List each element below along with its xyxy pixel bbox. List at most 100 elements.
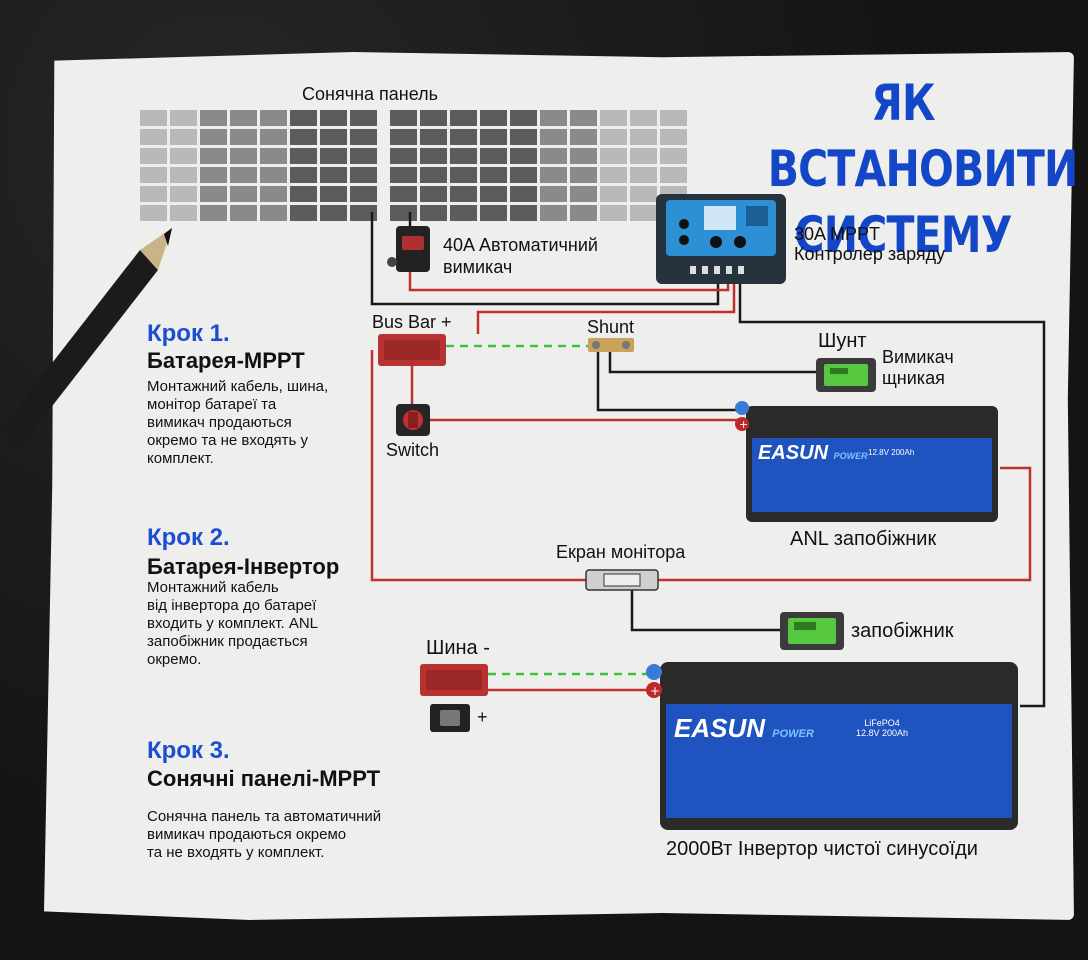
controller-label-line2: Контролер заряду bbox=[794, 244, 946, 264]
solar-cell bbox=[540, 205, 567, 221]
controller-label-line1: 30A MPPT bbox=[794, 224, 881, 244]
solar-cell bbox=[230, 167, 257, 183]
monitor-screen-label: Екран монітора bbox=[556, 542, 686, 562]
solar-cell bbox=[200, 186, 227, 202]
solar-cell bbox=[450, 186, 477, 202]
solar-cell bbox=[140, 167, 167, 183]
solar-cell bbox=[170, 110, 197, 126]
solar-cell bbox=[320, 186, 347, 202]
solar-cell bbox=[140, 205, 167, 221]
monitor-screen-icon bbox=[780, 612, 844, 650]
solar-cell bbox=[600, 186, 627, 202]
solar-cell bbox=[480, 110, 507, 126]
solar-cell bbox=[420, 167, 447, 183]
step-2-heading: Крок 2. bbox=[147, 524, 230, 551]
bus-minus-label: Шина - bbox=[426, 637, 490, 659]
switch-label-line1: Вимикач bbox=[882, 347, 954, 367]
large-battery-icon: + bbox=[646, 662, 1018, 830]
inverter-label: 2000Вт Інвертор чистої синусоїди bbox=[666, 838, 978, 860]
battery-switch-icon bbox=[396, 404, 430, 436]
small-battery-brand: EASUN POWER bbox=[758, 442, 868, 465]
step-2-subtitle: Батарея-Інвертор bbox=[147, 554, 340, 579]
solar-cell bbox=[350, 110, 377, 126]
solar-cell bbox=[260, 167, 287, 183]
solar-cell bbox=[290, 186, 317, 202]
solar-cell bbox=[630, 186, 657, 202]
solar-cell bbox=[290, 129, 317, 145]
solar-cell bbox=[630, 110, 657, 126]
solar-cell bbox=[200, 205, 227, 221]
solar-cell bbox=[260, 148, 287, 164]
solar-cell bbox=[660, 148, 687, 164]
switch-label-line2: щникая bbox=[882, 368, 945, 388]
bus-bar-plus-label: Bus Bar + bbox=[372, 312, 452, 332]
solar-cell bbox=[570, 129, 597, 145]
solar-cell bbox=[600, 148, 627, 164]
solar-cell bbox=[140, 186, 167, 202]
solar-cell bbox=[570, 167, 597, 183]
solar-cell bbox=[390, 110, 417, 126]
solar-cell bbox=[350, 129, 377, 145]
terminal-connector-icon bbox=[430, 704, 470, 732]
solar-cell bbox=[320, 129, 347, 145]
solar-cell bbox=[350, 148, 377, 164]
solar-cell bbox=[510, 148, 537, 164]
solar-cell bbox=[200, 129, 227, 145]
solar-cell bbox=[540, 129, 567, 145]
solar-cell bbox=[230, 148, 257, 164]
anl-fuse-label: ANL запобіжник bbox=[790, 528, 937, 550]
solar-cell bbox=[140, 129, 167, 145]
solar-cell bbox=[510, 186, 537, 202]
large-battery-model-line1: LiFePO4 bbox=[864, 718, 900, 728]
solar-cell bbox=[480, 205, 507, 221]
solar-cell bbox=[570, 110, 597, 126]
solar-cell bbox=[170, 205, 197, 221]
solar-cell bbox=[510, 129, 537, 145]
solar-cell bbox=[570, 186, 597, 202]
step-1-subtitle: Батарея-МРРТ bbox=[147, 348, 305, 373]
small-battery-icon: + bbox=[735, 401, 998, 522]
red-wires bbox=[370, 272, 1032, 692]
solar-cell bbox=[450, 129, 477, 145]
fuse-label: запобіжник bbox=[851, 620, 954, 642]
solar-cell bbox=[230, 205, 257, 221]
bus-bar-plus-icon bbox=[378, 334, 446, 366]
solar-cell bbox=[230, 110, 257, 126]
solar-cell bbox=[390, 148, 417, 164]
solar-cell bbox=[480, 186, 507, 202]
step-1-text: Монтажний кабель, шина, монітор батареї … bbox=[147, 378, 329, 467]
battery-monitor-icon bbox=[816, 358, 876, 392]
title-line-1: ЯК ВСТАНОВИТИ bbox=[767, 74, 1079, 198]
large-battery-brand-text: EASUN bbox=[674, 713, 766, 743]
solar-cell bbox=[320, 167, 347, 183]
solar-panel bbox=[140, 110, 687, 221]
solar-cell bbox=[200, 167, 227, 183]
solar-cell bbox=[200, 148, 227, 164]
shunt-icon bbox=[588, 338, 634, 352]
solar-cell bbox=[260, 129, 287, 145]
green-dashed-wires bbox=[446, 344, 650, 676]
solar-cell bbox=[170, 167, 197, 183]
solar-cell bbox=[420, 129, 447, 145]
charge-controller-icon bbox=[656, 194, 786, 284]
svg-text:+: + bbox=[650, 684, 660, 698]
solar-cell bbox=[600, 205, 627, 221]
solar-cell bbox=[660, 167, 687, 183]
solar-cell bbox=[420, 110, 447, 126]
large-battery-model: LiFePO4 12.8V 200Ah bbox=[856, 718, 908, 739]
large-battery-model-line2: 12.8V 200Ah bbox=[856, 728, 909, 739]
solar-cell bbox=[420, 205, 447, 221]
solar-cell bbox=[450, 205, 477, 221]
solar-cell bbox=[260, 186, 287, 202]
solar-cell bbox=[420, 148, 447, 164]
page-title: ЯК ВСТАНОВИТИ СИСТЕМУ bbox=[767, 70, 1079, 268]
solar-cell bbox=[660, 110, 687, 126]
solar-panel-label: Сонячна панель bbox=[302, 84, 439, 104]
solar-cell bbox=[540, 186, 567, 202]
step-1-heading: Крок 1. bbox=[147, 320, 230, 347]
step-2-text: Монтажний кабель від інвертора до батаре… bbox=[147, 579, 319, 668]
solar-cell bbox=[450, 167, 477, 183]
bus-bar-minus-icon bbox=[420, 664, 488, 696]
solar-cell bbox=[390, 129, 417, 145]
circuit-breaker-icon bbox=[387, 226, 430, 272]
